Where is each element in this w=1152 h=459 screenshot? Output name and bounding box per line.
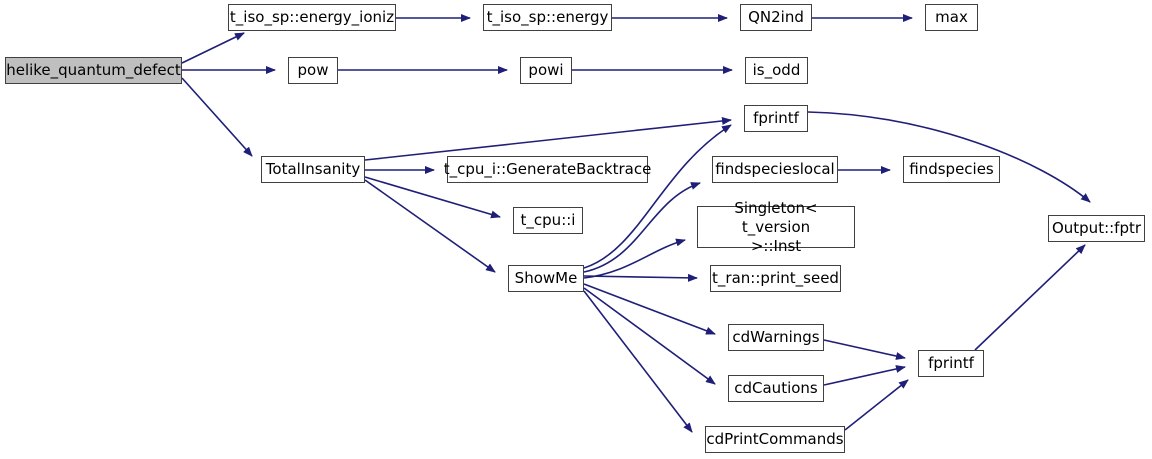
call-edge-showme-to-cdwarnings	[583, 283, 716, 335]
node-showme[interactable]: ShowMe	[508, 265, 584, 292]
node-energy_ioniz[interactable]: t_iso_sp::energy_ioniz	[228, 4, 396, 31]
call-edge-totalinsanity-to-t_cpu_i	[364, 176, 501, 219]
call-edge-totalinsanity-to-showme	[364, 179, 496, 273]
node-cdcautions[interactable]: cdCautions	[728, 375, 824, 402]
node-helike_quantum_defect[interactable]: helike_quantum_defect	[5, 57, 182, 84]
call-edge-totalinsanity-to-fprintf_top	[364, 117, 732, 161]
call-edge-showme-to-cdprintcommands	[583, 290, 693, 433]
node-powi[interactable]: powi	[520, 57, 572, 84]
node-singleton[interactable]: Singleton< t_version >::Inst	[697, 199, 855, 255]
node-fprintf_bottom[interactable]: fprintf	[918, 350, 984, 377]
node-generatebacktrace[interactable]: t_cpu_i::GenerateBacktrace	[444, 156, 651, 183]
node-cdwarnings[interactable]: cdWarnings	[728, 324, 824, 351]
call-edge-showme-to-singleton	[583, 238, 686, 279]
node-findspecies[interactable]: findspecies	[903, 156, 1000, 183]
node-findspecieslocal[interactable]: findspecieslocal	[712, 156, 838, 183]
call-edge-cdprintcommands-to-fprintf_bottom	[844, 379, 909, 431]
node-energy[interactable]: t_iso_sp::energy	[483, 4, 612, 31]
node-print_seed[interactable]: t_ran::print_seed	[710, 265, 841, 292]
node-fprintf_top[interactable]: fprintf	[744, 105, 808, 132]
node-cdprintcommands[interactable]: cdPrintCommands	[705, 426, 845, 453]
node-totalinsanity[interactable]: TotalInsanity	[261, 156, 365, 183]
node-pow[interactable]: pow	[288, 57, 338, 84]
call-edge-cdcautions-to-fprintf_bottom	[823, 365, 906, 386]
node-max[interactable]: max	[925, 4, 978, 31]
call-edge-fprintf_top-to-output_fptr	[807, 111, 1091, 203]
call-edge-showme-to-print_seed	[583, 273, 698, 282]
call-edge-fprintf_bottom-to-output_fptr	[974, 244, 1086, 351]
node-qn2ind[interactable]: QN2ind	[740, 4, 812, 31]
call-edge-showme-to-cdcautions	[583, 287, 716, 385]
call-edge-helike_quantum_defect-to-energy_ioniz	[181, 32, 245, 64]
call-edge-helike_quantum_defect-to-totalinsanity	[181, 77, 253, 157]
node-t_cpu_i[interactable]: t_cpu::i	[513, 207, 583, 234]
call-edge-cdwarnings-to-fprintf_bottom	[823, 339, 906, 360]
call-edge-showme-to-fprintf_top	[583, 124, 732, 269]
node-output_fptr[interactable]: Output::fptr	[1048, 215, 1145, 242]
node-is_odd[interactable]: is_odd	[745, 57, 808, 84]
call-edge-showme-to-findspecieslocal	[583, 182, 701, 273]
